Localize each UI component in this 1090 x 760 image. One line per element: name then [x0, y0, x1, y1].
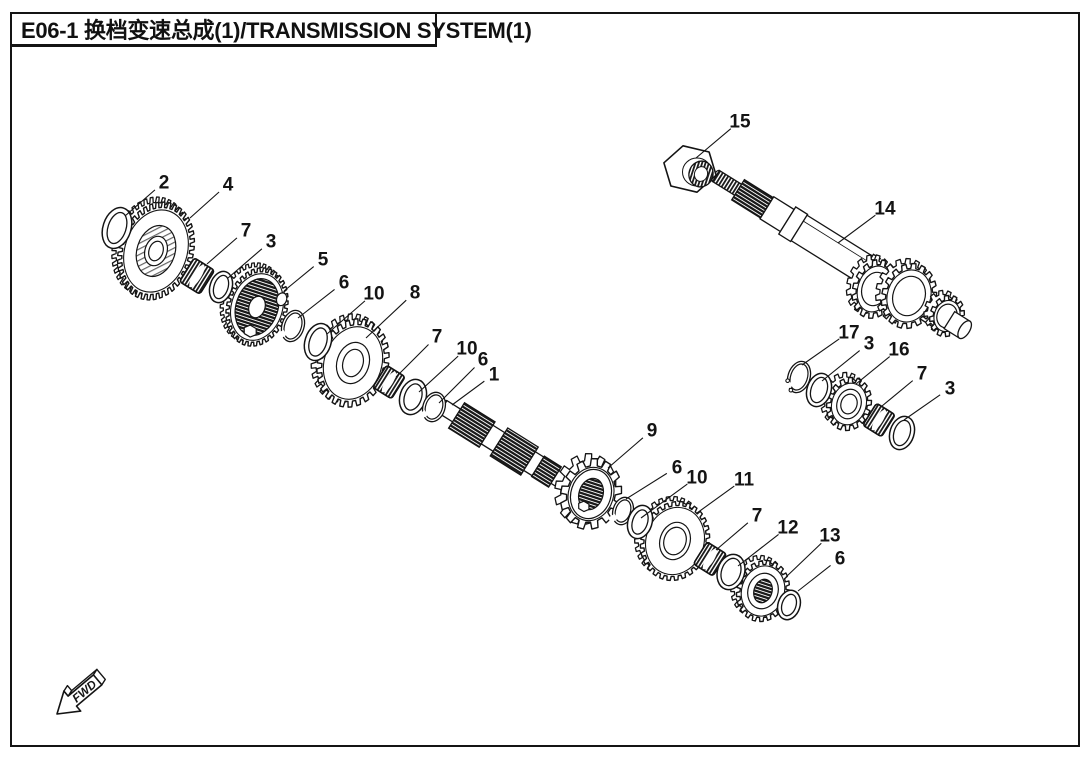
part-number-label: 7 [917, 364, 928, 385]
part-number-label: 9 [647, 421, 658, 442]
callout-7: 7 [206, 221, 252, 265]
callout-3: 3 [903, 379, 956, 421]
callout-5: 5 [283, 250, 329, 292]
part-number-label: 14 [874, 199, 896, 220]
callout-7: 7 [395, 327, 443, 378]
part-number-label: 4 [223, 175, 234, 196]
callout-3: 3 [227, 232, 277, 279]
nut-15 [663, 145, 717, 193]
washer-3a [208, 270, 234, 304]
gear-9 [554, 453, 623, 530]
callout-1: 1 [451, 365, 500, 406]
bearing-7d [863, 403, 895, 437]
part-number-label: 13 [819, 526, 840, 547]
countershaft-gear-b [874, 257, 938, 330]
callout-6: 6 [625, 458, 683, 500]
part-number-label: 6 [339, 273, 350, 294]
callout-7: 7 [715, 506, 763, 551]
callout-8: 8 [365, 283, 421, 339]
gear-16 [820, 371, 873, 432]
part-number-label: 5 [318, 250, 329, 271]
bearing-7b [373, 365, 405, 399]
callout-10: 10 [418, 339, 478, 393]
callout-13: 13 [785, 526, 841, 578]
snap-ring-6b [417, 391, 447, 423]
small-parts-layer [101, 206, 916, 621]
part-number-label: 16 [888, 340, 909, 361]
callout-3: 3 [821, 334, 875, 382]
callout-10: 10 [326, 284, 385, 335]
callout-17: 17 [801, 323, 860, 366]
washer-6d [776, 589, 802, 621]
washer-10b [398, 378, 428, 416]
callout-6: 6 [297, 273, 350, 319]
part-number-label: 15 [729, 112, 751, 133]
callout-10: 10 [640, 468, 708, 519]
part-number-label: 2 [159, 173, 170, 194]
callout-14: 14 [837, 199, 896, 244]
gear-5 [219, 262, 289, 347]
part-number-label: 11 [734, 470, 755, 491]
washer-3c [888, 415, 916, 451]
callout-12: 12 [737, 518, 799, 567]
part-number-label: 6 [478, 350, 489, 371]
washer-2 [101, 206, 133, 250]
part-number-label: 10 [456, 339, 477, 360]
part-number-label: 12 [777, 518, 798, 539]
callout-7: 7 [881, 364, 928, 407]
nut-threaded-hole [688, 160, 714, 188]
part-number-label: 7 [241, 221, 252, 242]
part-number-label: 7 [752, 506, 763, 527]
counter-shaft-end-stub [943, 310, 973, 340]
part-number-label: 7 [432, 327, 443, 348]
snap-ring-6a [276, 309, 306, 343]
page-title: E06-1 换档变速总成(1)/TRANSMISSION SYSTEM(1) [21, 18, 532, 43]
part-number-label: 3 [864, 334, 875, 355]
part-number-label: 10 [686, 468, 707, 489]
callout-11: 11 [696, 470, 755, 514]
callout-9: 9 [607, 421, 658, 469]
part-number-label: 10 [363, 284, 384, 305]
washer-12 [716, 553, 746, 591]
callout-15: 15 [695, 112, 751, 159]
callout-2: 2 [124, 173, 170, 217]
part-number-label: 3 [945, 379, 956, 400]
washer-10a [303, 322, 333, 362]
callout-6: 6 [797, 549, 846, 592]
bearing-7a [179, 258, 215, 294]
fwd-direction-arrow: FWD [56, 668, 107, 715]
title-box: E06-1 换档变速总成(1)/TRANSMISSION SYSTEM(1) [10, 12, 532, 47]
part-number-label: 6 [672, 458, 683, 479]
fwd-arrow-body [56, 674, 103, 715]
callout-16: 16 [855, 340, 910, 385]
part-number-label: 6 [835, 549, 846, 570]
washer-3b [805, 372, 833, 408]
part-number-label: 3 [266, 232, 277, 253]
part-number-label: 17 [838, 323, 859, 344]
callout-4: 4 [189, 175, 234, 219]
part-number-label: 8 [410, 283, 421, 304]
page-border [10, 12, 1080, 747]
part-number-label: 1 [489, 365, 500, 386]
callout-6: 6 [438, 350, 489, 404]
